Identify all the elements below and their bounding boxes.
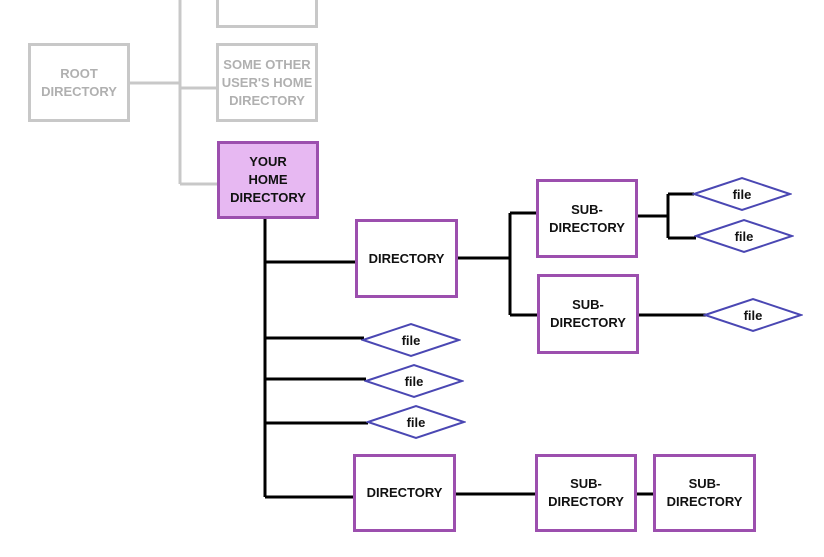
your-home-directory-box: YOUR HOME DIRECTORY xyxy=(217,141,319,219)
file-diamond: file xyxy=(694,218,794,254)
directory-box-2: DIRECTORY xyxy=(353,454,456,532)
file-diamond: file xyxy=(364,363,464,399)
file-diamond: file xyxy=(361,322,461,358)
cropped-directory-box xyxy=(216,0,318,28)
diamond-shape-icon xyxy=(364,363,464,399)
directory-box-1: DIRECTORY xyxy=(355,219,458,298)
file-diamond: file xyxy=(692,176,792,212)
file-label: file xyxy=(732,186,752,202)
file-label: file xyxy=(406,414,426,430)
file-label: file xyxy=(743,307,763,323)
diamond-shape-icon xyxy=(694,218,794,254)
diamond-shape-icon xyxy=(361,322,461,358)
file-diamond: file xyxy=(703,297,803,333)
diamond-shape-icon xyxy=(692,176,792,212)
other-user-home-directory-box: SOME OTHER USER'S HOME DIRECTORY xyxy=(216,43,318,122)
subdirectory-box-2: SUB- DIRECTORY xyxy=(537,274,639,354)
subdirectory-box-3: SUB- DIRECTORY xyxy=(535,454,637,532)
diamond-shape-icon xyxy=(366,404,466,440)
root-directory-box: ROOT DIRECTORY xyxy=(28,43,130,122)
subdirectory-box-1: SUB- DIRECTORY xyxy=(536,179,638,258)
file-label: file xyxy=(734,228,754,244)
subdirectory-box-4: SUB- DIRECTORY xyxy=(653,454,756,532)
file-label: file xyxy=(404,373,424,389)
file-label: file xyxy=(401,332,421,348)
diamond-shape-icon xyxy=(703,297,803,333)
file-diamond: file xyxy=(366,404,466,440)
